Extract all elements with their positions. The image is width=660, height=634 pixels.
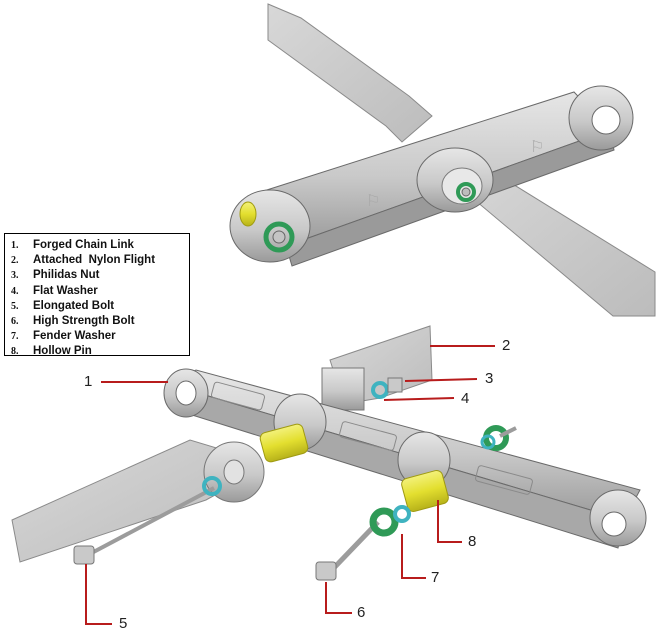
legend-label: Forged Chain Link <box>33 239 134 251</box>
leader-5 <box>85 564 112 625</box>
callout-2: 2 <box>502 337 511 354</box>
legend-label: Hollow Pin <box>33 345 92 358</box>
assembled-washer-center <box>456 182 476 202</box>
assembled-view: ⚐ ⚐ <box>229 3 656 317</box>
philidas-nut <box>387 377 403 393</box>
leader-3 <box>404 378 478 382</box>
assembled-nut-left <box>272 230 286 244</box>
leader-8 <box>437 500 462 543</box>
leader-7 <box>401 534 426 579</box>
exploded-eye-hole-left <box>175 380 197 406</box>
flat-washer-upper <box>480 434 496 450</box>
elongated-bolt-shank <box>85 486 215 558</box>
legend-number: 5. <box>11 300 19 312</box>
legend-number: 4. <box>11 285 19 297</box>
callout-7: 7 <box>431 569 440 586</box>
legend-number: 8. <box>11 346 19 358</box>
legend-item: 6. High Strength Bolt <box>11 314 189 329</box>
flat-washer-flight <box>371 381 389 399</box>
legend-label: Attached Nylon Flight <box>33 254 156 267</box>
bolt-upper-stub <box>499 426 517 438</box>
exploded-flight-right-boss <box>321 367 365 411</box>
high-strength-bolt-shank <box>328 520 380 574</box>
legend-number: 3. <box>11 270 19 282</box>
legend-number: 2. <box>11 255 19 267</box>
exploded-emboss-panel <box>475 465 533 495</box>
legend-item: 2. Attached Nylon Flight <box>11 253 189 268</box>
legend-number: 1. <box>11 240 19 251</box>
assembled-washer-left <box>263 221 295 253</box>
assembled-logo-emboss: ⚐ <box>530 139 544 156</box>
callout-5: 5 <box>119 615 128 632</box>
fender-washer-upper <box>483 425 509 451</box>
fender-washer <box>369 507 399 537</box>
exploded-emboss-panel <box>210 381 266 411</box>
callout-8: 8 <box>468 533 477 550</box>
legend-item: 1. Forged Chain Link <box>11 238 189 253</box>
legend-item: 3. Philidas Nut <box>11 268 189 283</box>
assembled-hollow-pin <box>239 201 257 227</box>
leader-lines <box>85 345 495 625</box>
legend-item: 4. Flat Washer <box>11 284 189 299</box>
callout-3: 3 <box>485 370 494 387</box>
parts-legend: 1. Forged Chain Link 2. Attached Nylon Fli… <box>4 233 190 359</box>
legend-label: Philidas Nut <box>33 269 100 282</box>
high-strength-bolt-head <box>315 561 337 581</box>
legend-label: High Strength Bolt <box>33 315 135 328</box>
elongated-bolt-head <box>73 545 95 565</box>
legend-item: 7. Fender Washer <box>11 329 189 344</box>
legend-label: Elongated Bolt <box>33 299 115 312</box>
exploded-view <box>11 325 647 581</box>
exploded-eye-hole-right <box>601 511 627 537</box>
legend-label: Flat Washer <box>33 284 98 297</box>
assembled-logo-emboss: ⚐ <box>366 193 380 210</box>
callout-6: 6 <box>357 604 366 621</box>
assembled-nut-center <box>461 187 471 197</box>
leader-4 <box>383 397 455 401</box>
hollow-pin-right <box>401 469 449 513</box>
callout-1: 1 <box>84 373 93 390</box>
exploded-emboss-panel <box>339 421 397 451</box>
hollow-pin-left <box>259 423 309 463</box>
leader-6 <box>325 582 352 614</box>
flat-washer-bottom <box>393 505 411 523</box>
callout-4: 4 <box>461 390 470 407</box>
legend-label: Fender Washer <box>33 330 116 343</box>
assembled-flight-upper <box>267 3 433 143</box>
legend-number: 6. <box>11 316 19 328</box>
flat-washer-left <box>202 476 222 496</box>
assembled-eye-hole <box>591 105 621 135</box>
legend-item: 8. Hollow Pin <box>11 344 189 359</box>
legend-item: 5. Elongated Bolt <box>11 299 189 314</box>
exploded-flight-left-bore <box>223 459 245 485</box>
legend-number: 7. <box>11 331 19 343</box>
